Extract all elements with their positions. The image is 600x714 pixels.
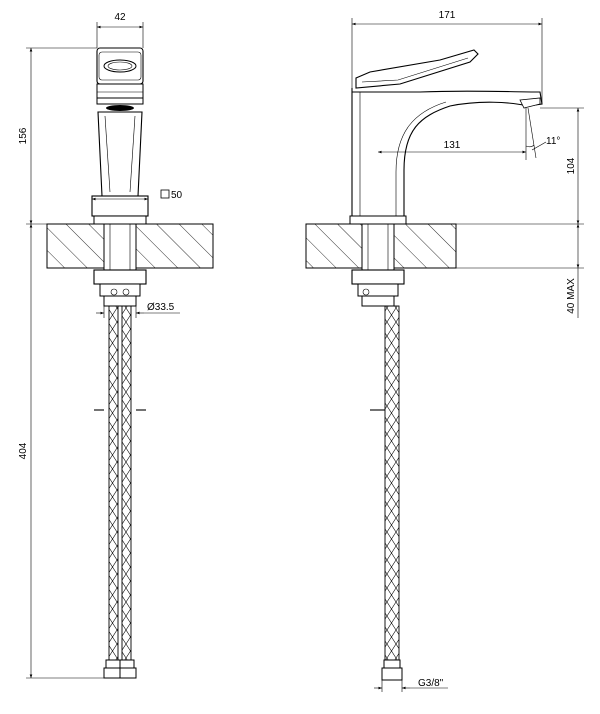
dim-deck-max: 40 MAX xyxy=(566,278,577,314)
dim-front-width: 42 xyxy=(114,12,126,23)
front-body-column xyxy=(97,111,143,197)
dim-spout-angle: 11° xyxy=(546,136,560,147)
front-lock-nut xyxy=(93,269,147,285)
dim-thread-diameter: Ø33.5 xyxy=(147,302,175,313)
front-hose-left xyxy=(108,305,119,661)
dim-hose-length: 404 xyxy=(18,442,29,459)
front-hose-right xyxy=(121,305,132,661)
side-view: 171 131 11° 104 40 MAX G3/8" xyxy=(305,10,584,692)
dim-spout-height: 104 xyxy=(566,157,577,174)
side-hose xyxy=(384,305,400,661)
side-lock-nut xyxy=(351,269,405,285)
front-view: 42 50 156 404 Ø33.5 xyxy=(18,12,214,679)
dim-square-base: 50 xyxy=(171,190,183,201)
dim-front-height: 156 xyxy=(18,127,29,144)
dim-side-width: 171 xyxy=(439,10,456,21)
dim-hose-connector: G3/8" xyxy=(418,678,444,689)
side-spout-body xyxy=(351,88,543,217)
square-symbol xyxy=(160,189,170,199)
side-mounting-shank xyxy=(361,223,395,271)
dim-spout-reach: 131 xyxy=(444,140,461,151)
side-handle-lever xyxy=(355,49,479,89)
front-mounting-shank xyxy=(103,223,137,271)
side-base-plinth xyxy=(349,215,407,225)
